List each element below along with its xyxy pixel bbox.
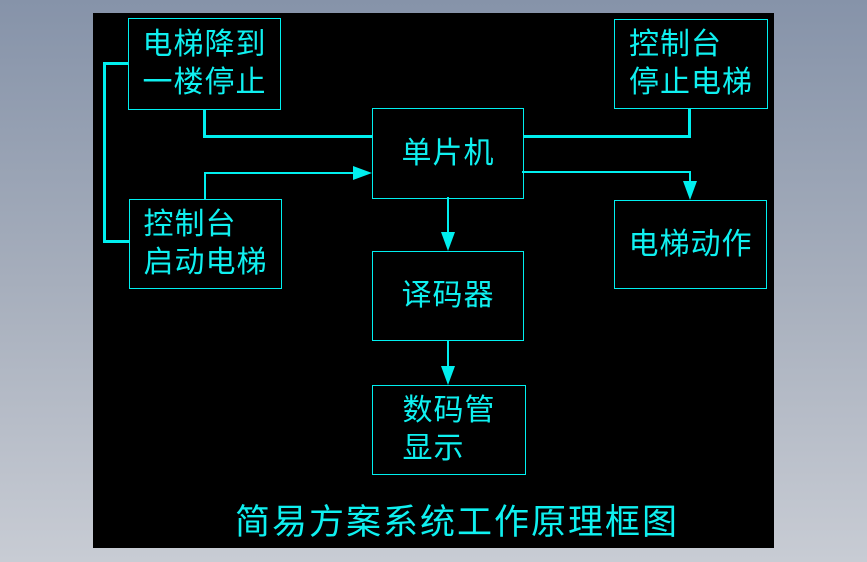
- connector-mcu-to-action-v: [689, 171, 691, 183]
- connector-stop-to-mcu-v: [688, 108, 691, 138]
- connector-stop-to-mcu-h: [524, 135, 691, 138]
- connector-left-loop-v: [103, 62, 106, 243]
- node-elevator-descend-stop: 电梯降到 一楼停止: [128, 18, 281, 110]
- arrowhead-mcu-to-action-icon: [683, 181, 697, 200]
- node-label-line: 控制台: [143, 207, 237, 242]
- connector-start-to-mcu-v: [204, 172, 206, 199]
- node-decoder: 译码器: [372, 251, 524, 341]
- node-label-line: 电梯降到: [142, 27, 267, 62]
- diagram-canvas: 电梯降到 一楼停止 控制台 停止电梯 单片机 控制台 启动电梯 电梯动作: [93, 13, 774, 548]
- node-label-line: 启动电梯: [143, 245, 268, 280]
- arrowhead-mcu-to-decoder-icon: [441, 232, 455, 251]
- node-digit-tube-display: 数码管 显示: [372, 385, 526, 475]
- connector-mcu-to-decoder-v: [447, 197, 449, 233]
- connector-descend-to-mcu-v: [203, 109, 206, 138]
- arrowhead-decoder-to-display-icon: [441, 366, 455, 385]
- diagram-title: 简易方案系统工作原理框图: [235, 503, 680, 543]
- connector-mcu-to-action-h: [522, 171, 690, 173]
- node-label-line: 控制台: [629, 27, 722, 62]
- node-label-line: 停止电梯: [629, 65, 753, 100]
- arrowhead-start-to-mcu-icon: [353, 166, 372, 180]
- connector-left-loop-top-h: [103, 62, 129, 65]
- connector-descend-to-mcu-h: [203, 135, 372, 138]
- node-label-line: 电梯动作: [628, 226, 753, 262]
- connector-decoder-to-display-v: [447, 340, 449, 367]
- node-label-line: 显示: [402, 431, 465, 466]
- connector-left-loop-bottom-h: [103, 240, 130, 243]
- node-console-stop-elevator: 控制台 停止电梯: [614, 19, 768, 109]
- node-mcu: 单片机: [372, 108, 524, 199]
- connector-start-to-mcu-h: [204, 172, 354, 174]
- node-label-line: 数码管: [402, 393, 496, 428]
- node-label-line: 一楼停止: [142, 65, 267, 100]
- node-console-start-elevator: 控制台 启动电梯: [129, 199, 282, 289]
- node-elevator-action: 电梯动作: [614, 200, 767, 289]
- node-label-line: 译码器: [401, 278, 495, 313]
- node-label-line: 单片机: [401, 135, 495, 171]
